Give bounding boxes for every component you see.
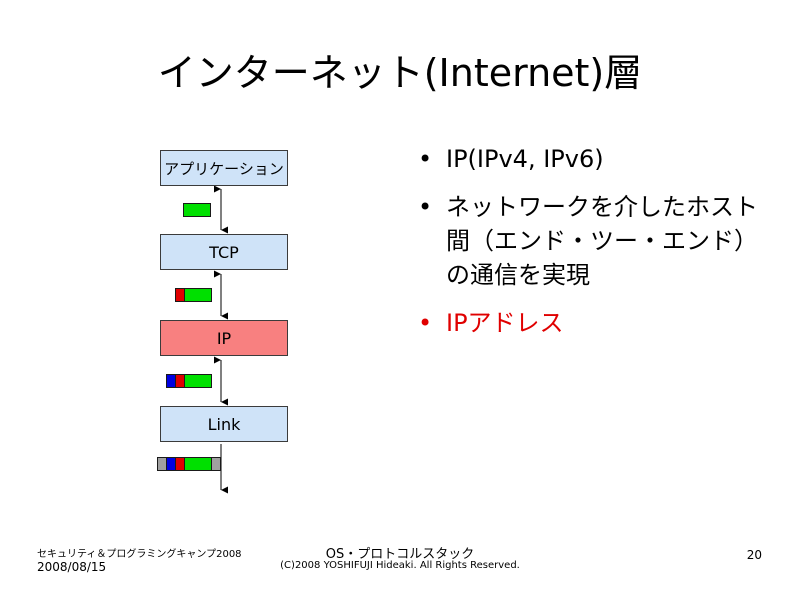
link-trailer-segment <box>211 457 221 471</box>
layer-tcp: TCP <box>160 234 288 270</box>
footer-copyright: (C)2008 YOSHIFUJI Hideaki. All Rights Re… <box>280 560 520 571</box>
bullet-text: IP(IPv4, IPv6) <box>446 145 604 173</box>
packet-data-segment <box>184 374 212 388</box>
footer-topic: OS・プロトコルスタック <box>325 547 475 562</box>
layer-tcp-label: TCP <box>209 242 239 262</box>
slide-title: インターネット(Internet)層 <box>157 51 643 95</box>
bullet-list: • IP(IPv4, IPv6) • ネットワークを介したホスト間（エンド・ツー… <box>418 142 768 354</box>
footer-date: 2008/08/15 <box>37 560 107 574</box>
packet-data-segment <box>183 203 211 217</box>
layer-link-label: Link <box>207 414 241 434</box>
layer-application: アプリケーション <box>160 150 288 186</box>
bullet-text: IPアドレス <box>446 309 564 337</box>
bullet-item: • IPアドレス <box>418 306 768 340</box>
bullet-item: • IP(IPv4, IPv6) <box>418 142 768 176</box>
packet-link-frame <box>157 457 221 471</box>
bullet-dot: • <box>418 193 433 221</box>
packet-app-data <box>183 203 211 217</box>
page-number: 20 <box>746 548 762 562</box>
packet-tcp-segment <box>175 288 212 302</box>
footer-event-name: セキュリティ＆プログラミングキャンプ2008 <box>37 549 242 560</box>
bullet-dot: • <box>418 309 433 337</box>
bullet-item: • ネットワークを介したホスト間（エンド・ツー・エンド）の通信を実現 <box>418 190 768 292</box>
packet-ip-datagram <box>166 374 212 388</box>
packet-data-segment <box>184 457 212 471</box>
layer-ip: IP <box>160 320 288 356</box>
bullet-dot: • <box>418 145 433 173</box>
layer-application-label: アプリケーション <box>164 159 284 178</box>
packet-data-segment <box>184 288 212 302</box>
layer-link: Link <box>160 406 288 442</box>
bullet-text: ネットワークを介したホスト間（エンド・ツー・エンド）の通信を実現 <box>446 193 758 289</box>
layer-ip-label: IP <box>216 328 232 348</box>
